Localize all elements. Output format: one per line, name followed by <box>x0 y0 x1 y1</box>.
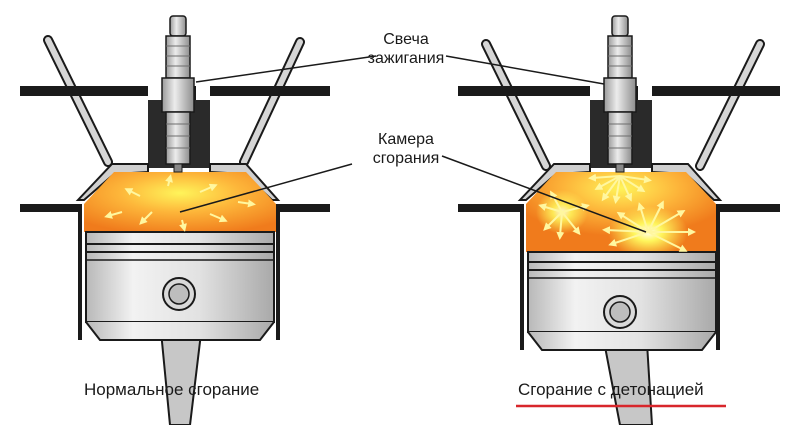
flame-arrow-icon <box>588 173 652 204</box>
caption-detonation: Сгорание с детонацией <box>518 380 704 399</box>
engine-detonation <box>458 15 780 425</box>
combustion-flame <box>84 172 276 232</box>
chamber-label-line1: Камера <box>378 131 434 148</box>
engine-normal <box>20 15 330 425</box>
chamber-label-line2: сгорания <box>372 150 440 167</box>
valve-icon <box>695 39 765 171</box>
spark-plug-icon <box>603 15 637 173</box>
flame-arrow-icon <box>602 200 696 252</box>
caption-normal: Нормальное сгорание <box>84 380 260 399</box>
piston-icon <box>527 251 717 351</box>
spark-plug-label-line1: Свеча <box>383 31 429 48</box>
leader-lines <box>179 55 647 233</box>
piston-icon <box>85 231 275 341</box>
spark-plug-label: Свеча зажигания <box>356 30 456 68</box>
flame-arrow-icon <box>104 174 256 232</box>
spark-plug-label-line2: зажигания <box>367 50 445 67</box>
valve-icon <box>481 39 551 171</box>
spark-plug-icon <box>161 15 195 173</box>
chamber-label: Камера сгорания <box>356 130 456 168</box>
flame-arrow-icon <box>538 190 590 240</box>
valve-icon <box>239 37 305 167</box>
valve-icon <box>43 35 113 167</box>
